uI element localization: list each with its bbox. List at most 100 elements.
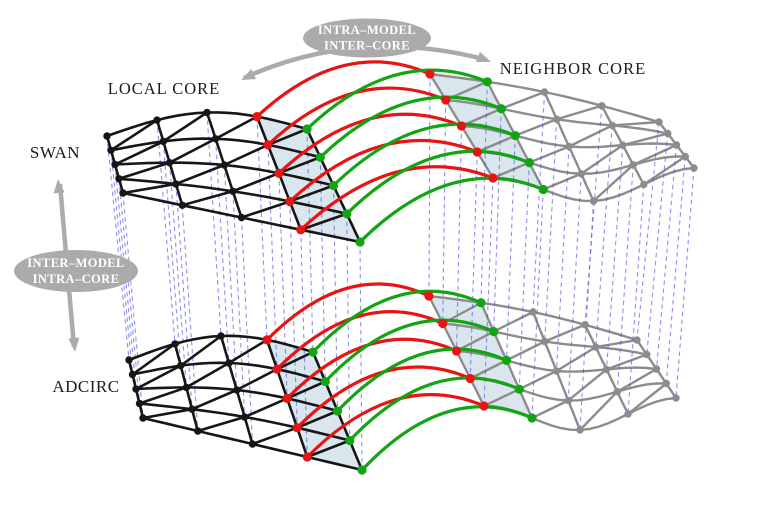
inter-core-arc [275,310,445,371]
inter-core-arc [318,95,503,159]
mesh-edge [595,338,638,349]
mesh-node [541,337,549,346]
mesh-edge [175,163,225,186]
boundary-node [524,158,534,168]
mesh-edge [223,143,269,167]
ghost-node [465,373,475,384]
mesh-edge [306,439,351,459]
ghost-node [345,435,355,446]
mesh-node [624,410,632,418]
mesh-node [240,413,249,421]
mesh-node [211,135,220,143]
inter-core-arc [255,60,432,119]
intra-core-link [665,156,686,384]
intra-core-link [206,112,222,337]
mesh-edge [286,380,326,400]
mesh-node [248,440,257,448]
intra-core-link [605,145,624,370]
inter-core-arc [360,405,534,472]
badge-left-line1: INTER–MODEL [27,256,124,270]
ghost-layer-strip [429,296,532,418]
boundary-node [282,393,292,403]
mesh-edge [215,115,258,140]
mesh-node [229,187,237,195]
mesh-edge [169,137,217,164]
mesh-edge [267,127,308,147]
mesh-node [103,132,111,140]
ghost-node [332,406,343,416]
mesh-node [194,427,202,435]
inter-core-arc [358,176,545,244]
intra-core-link [655,144,678,370]
intra-core-link [505,135,516,361]
arrowhead [53,179,65,194]
intra-core-link [306,128,314,353]
mesh-node [608,121,616,130]
mesh-node [188,405,196,413]
mesh-node [237,213,246,222]
intra-core-link [455,125,463,352]
ghost-node [456,121,467,131]
mesh-edge [568,124,613,148]
mesh-edge [500,90,545,110]
intra-core-link [332,185,339,412]
mesh-edge [300,212,348,231]
mesh-node [182,383,191,392]
swan-label: SWAN [30,143,80,162]
mesh-edge [228,338,268,365]
boundary-node [262,335,272,345]
intra-core-link [555,146,570,372]
intra-core-link [359,241,363,471]
mesh-node [633,336,641,344]
boundary-node [274,168,284,178]
mesh-edge [276,350,314,371]
ghost-node [472,147,482,157]
mesh-node [128,370,137,379]
intra-core-link [469,151,478,379]
intra-core-link [636,121,660,341]
mesh-edge [606,353,648,371]
mesh-node [664,129,672,138]
boundary-node [538,184,548,195]
mesh-node [171,340,179,348]
intra-core-link [518,162,530,390]
ghost-node [320,376,330,387]
mesh-edge [592,163,635,202]
mesh-node [178,201,186,209]
boundary-node [496,104,506,114]
mesh-edge [580,144,624,175]
mesh-node [529,308,537,316]
badge-top-line2: INTER–CORE [324,39,410,53]
mesh-edge [612,120,660,127]
intra-core-link [428,73,431,297]
mesh-node [125,356,133,364]
mesh-node [592,343,600,351]
mesh-edge [135,364,182,391]
intra-core-link [169,162,187,388]
intra-core-link [162,141,182,366]
mesh-node [115,175,123,183]
boundary-node [501,355,512,365]
mesh-node [203,108,211,117]
arrowhead [68,337,80,352]
mesh-node [598,102,606,110]
mesh-node [672,141,681,149]
inter-core-arc [305,68,489,131]
ghost-node [451,346,462,356]
intra-core-link [240,217,254,445]
badge-top-line1: INTRA–MODEL [318,23,416,37]
intra-core-link [122,192,144,419]
ghost-node [479,401,489,411]
mesh-edge [616,367,658,393]
inter-core-arc [345,149,531,216]
mesh-edge [139,386,187,405]
inter-core-arc [335,347,509,413]
ghost-node [302,124,312,134]
mesh-node [640,180,648,189]
mesh-node [172,180,180,188]
inter-core-arc [265,282,431,342]
mesh-nodes [103,69,698,475]
mesh-node [217,332,225,340]
boundary-node [482,77,492,87]
